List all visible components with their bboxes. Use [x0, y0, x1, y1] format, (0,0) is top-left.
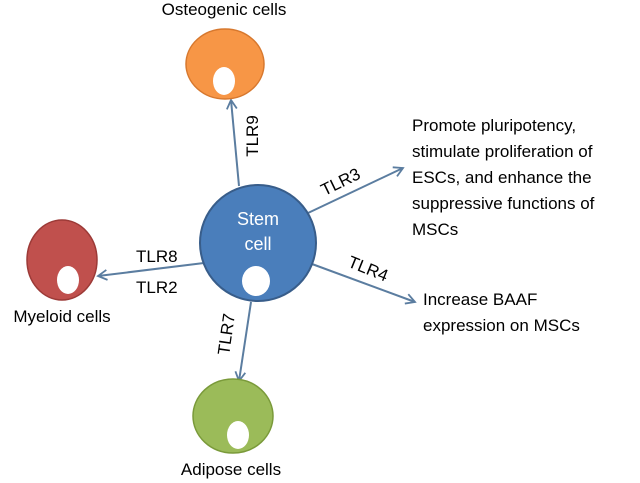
tlr3-effect-line: Promote pluripotency, — [412, 116, 576, 135]
tlr3-effect-line: stimulate proliferation of — [412, 142, 593, 161]
arrow-to-adipose — [234, 301, 252, 383]
receptor-label-tlr4: TLR4 — [345, 252, 391, 285]
arrow-tlr4-outcome — [311, 263, 417, 305]
tlr3-effect-line: suppressive functions of — [412, 194, 595, 213]
adipose-cell-body — [192, 378, 274, 454]
stem-cell-label-line1: Stem — [237, 209, 279, 229]
tlr4-effect-line: Increase BAAF — [423, 290, 537, 309]
receptor-label-tlr7: TLR7 — [214, 312, 239, 356]
osteogenic-cell-body — [185, 28, 265, 100]
tlr3-effect-line: ESCs, and enhance the — [412, 168, 592, 187]
adipose-cell: Adipose cells — [181, 378, 281, 479]
osteogenic-cell: Osteogenic cells — [162, 0, 287, 100]
tlr3-effect-line: MSCs — [412, 220, 458, 239]
myeloid-cell-nucleus — [57, 266, 79, 294]
arrow-to-myeloid — [96, 262, 205, 281]
receptor-label-tlr3: TLR3 — [318, 164, 364, 199]
receptor-label-tlr8: TLR8 — [136, 247, 178, 266]
arrow-to-osteogenic — [226, 98, 240, 187]
stem-cell-body — [199, 184, 317, 302]
myeloid-cell-body — [26, 219, 98, 301]
myeloid-cell-label: Myeloid cells — [13, 307, 110, 326]
tlr3-effect-note: Promote pluripotency, stimulate prolifer… — [412, 116, 595, 239]
myeloid-cell: Myeloid cells — [13, 219, 111, 326]
stem-cell-label-line2: cell — [244, 234, 271, 254]
tlr4-effect-note: Increase BAAF expression on MSCs — [423, 290, 580, 335]
stem-cell: Stem cell — [199, 184, 317, 302]
stem-cell-nucleus — [242, 266, 270, 296]
tlr4-effect-line: expression on MSCs — [423, 316, 580, 335]
receptor-label-tlr2: TLR2 — [136, 278, 178, 297]
osteogenic-cell-label: Osteogenic cells — [162, 0, 287, 19]
arrow-tlr3-outcome — [307, 166, 405, 214]
osteogenic-cell-nucleus — [213, 67, 235, 95]
receptor-label-tlr9: TLR9 — [243, 115, 262, 157]
adipose-cell-label: Adipose cells — [181, 460, 281, 479]
adipose-cell-nucleus — [227, 421, 249, 449]
arrows — [96, 98, 417, 383]
